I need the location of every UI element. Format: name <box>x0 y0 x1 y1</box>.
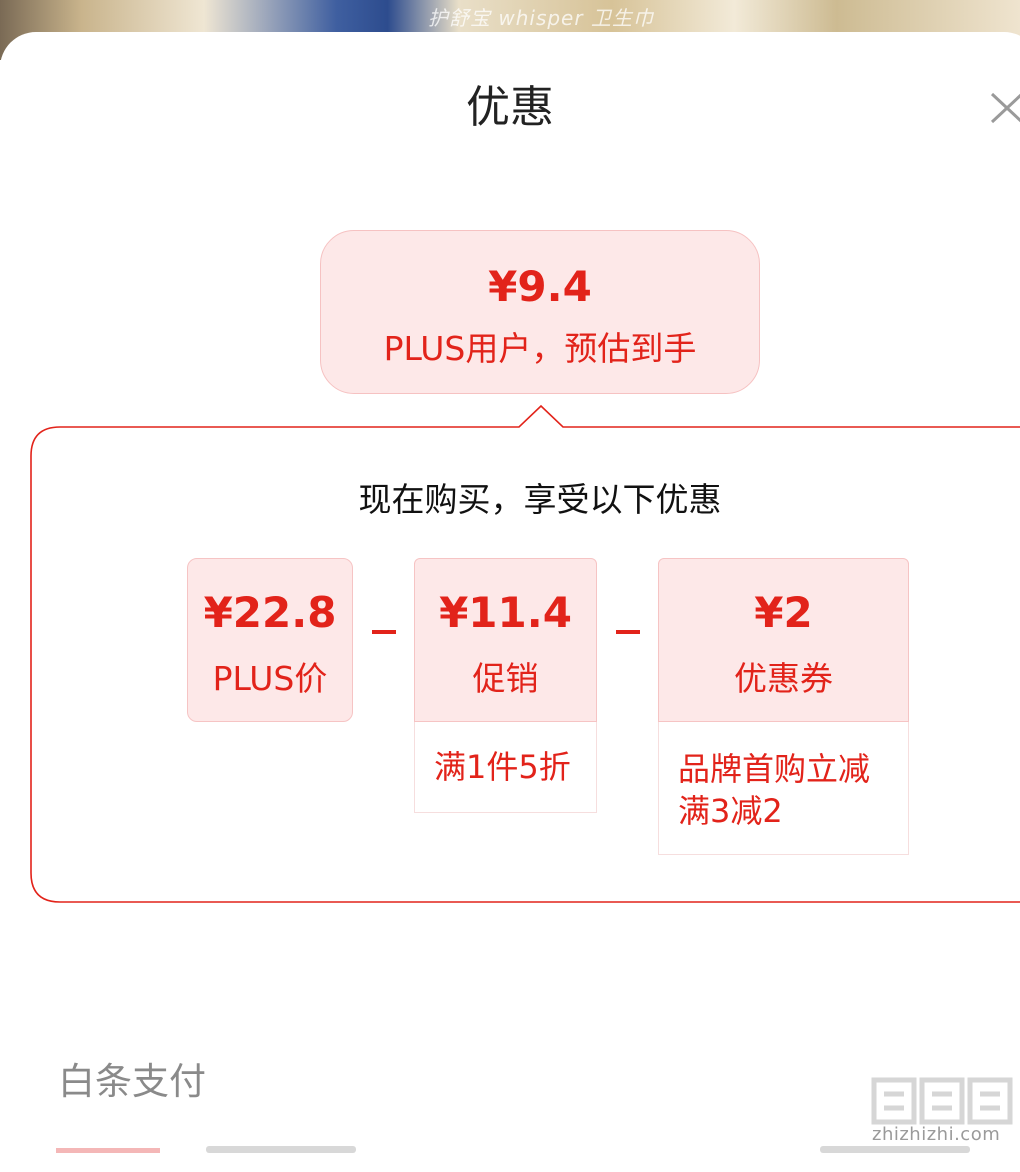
coupon-card: ¥2 优惠券 <box>658 558 909 722</box>
promotion-amount: ¥11.4 <box>439 588 572 637</box>
promotion-label: 促销 <box>472 659 539 698</box>
estimated-price-description: PLUS用户，预估到手 <box>383 329 697 368</box>
sheet-title: 优惠 <box>466 82 554 133</box>
coupon-note-line1: 品牌首购立减 <box>678 750 871 788</box>
plus-price-card: ¥22.8 PLUS价 <box>187 558 353 722</box>
coupon-amount: ¥2 <box>754 588 813 637</box>
baitiao-payment-title: 白条支付 <box>58 1060 206 1103</box>
promotion-note: 满1件5折 <box>414 722 597 813</box>
payment-option-text-peek <box>820 1146 970 1153</box>
payment-option-text-peek <box>206 1146 356 1153</box>
minus-sign-icon <box>616 630 640 634</box>
watermark-logo <box>871 1077 1013 1125</box>
plus-price-amount: ¥22.8 <box>203 588 337 637</box>
breakdown-heading: 现在购买，享受以下优惠 <box>358 480 722 519</box>
minus-sign-icon <box>372 630 396 634</box>
watermark-text: zhizhizhi.com <box>872 1124 1001 1145</box>
coupon-note-line2: 满3减2 <box>678 792 783 830</box>
plus-price-label: PLUS价 <box>212 659 328 698</box>
promotion-note-text: 满1件5折 <box>434 748 571 786</box>
estimated-price: ¥9.4 <box>488 262 592 311</box>
coupon-label: 优惠券 <box>734 659 833 698</box>
estimated-price-bubble: ¥9.4 PLUS用户，预估到手 <box>320 230 760 394</box>
promotion-card: ¥11.4 促销 <box>414 558 597 722</box>
close-icon[interactable] <box>988 92 1020 124</box>
coupon-note: 品牌首购立减 满3减2 <box>658 722 909 855</box>
background-banner-text: 护舒宝 whisper 卫生巾 <box>428 6 654 30</box>
payment-option-peek[interactable] <box>56 1148 160 1153</box>
